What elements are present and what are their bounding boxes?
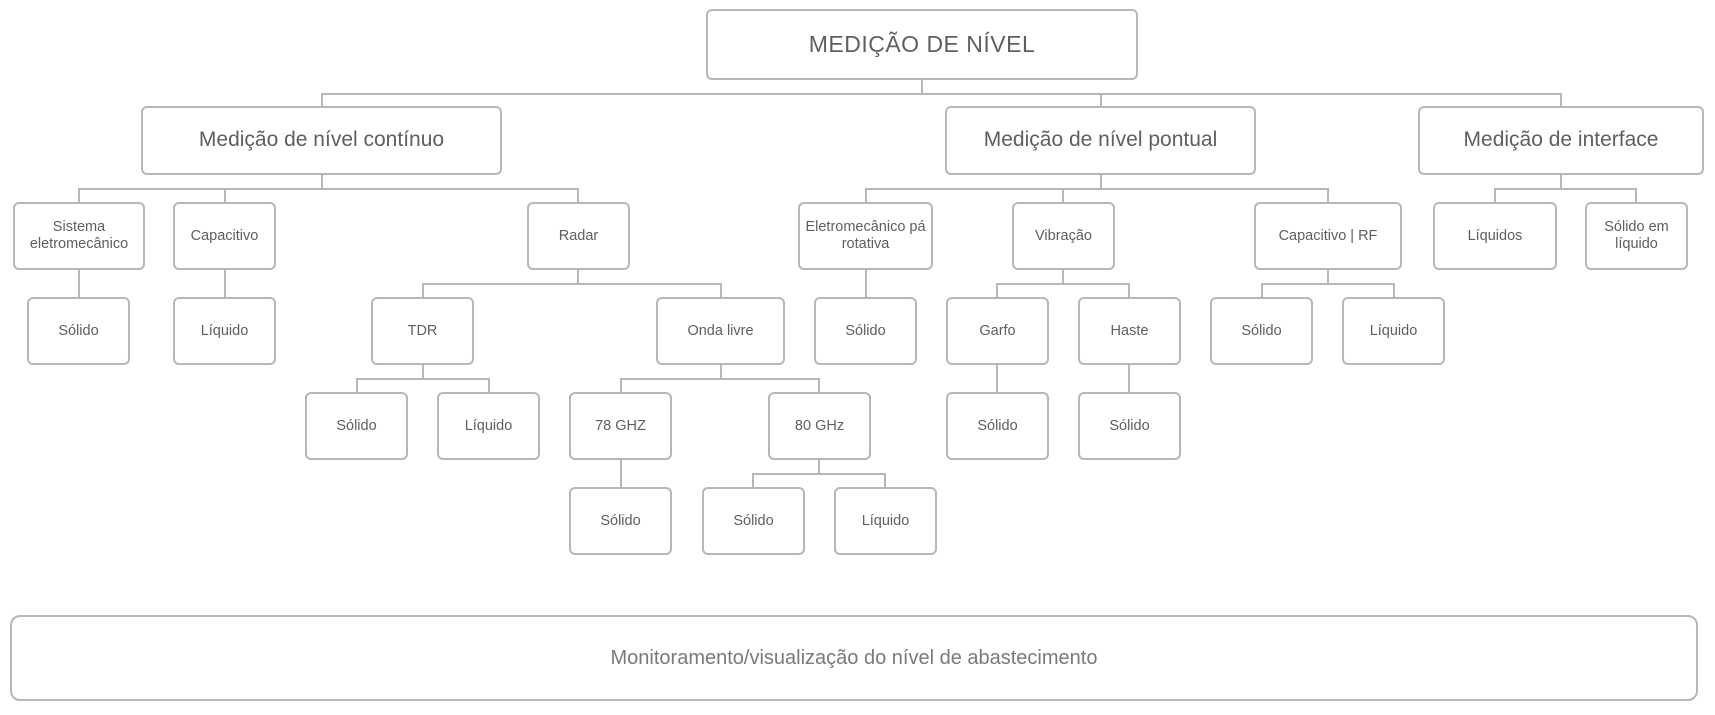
node-solido-label: Sólido (845, 322, 886, 339)
node-solido-label: Sólido (336, 417, 377, 434)
node-liquidos-label: Líquidos (1467, 227, 1523, 244)
node-solido-label: Sólido (600, 512, 641, 529)
node-onda-livre-label: Onda livre (687, 322, 754, 339)
node-solido-78: Sólido (569, 487, 672, 555)
node-vibracao-label: Vibração (1035, 227, 1092, 244)
node-liquido-capacitivo: Líquido (173, 297, 276, 365)
node-tdr-label: TDR (407, 322, 438, 339)
node-78-ghz: 78 GHZ (569, 392, 672, 460)
node-solido-tdr: Sólido (305, 392, 408, 460)
node-radar-label: Radar (558, 227, 599, 244)
node-capacitivo-rf-label: Capacitivo | RF (1278, 227, 1378, 244)
node-sistema-eletromecanico: Sistema eletromecânico (13, 202, 145, 270)
node-solido-garfo: Sólido (946, 392, 1049, 460)
node-liquido-label: Líquido (861, 512, 910, 529)
node-tdr: TDR (371, 297, 474, 365)
node-liquidos: Líquidos (1433, 202, 1557, 270)
node-liquido-label: Líquido (464, 417, 513, 434)
category-continuous-label: Medição de nível contínuo (198, 128, 445, 152)
node-vibracao: Vibração (1012, 202, 1115, 270)
node-haste: Haste (1078, 297, 1181, 365)
node-capacitivo-label: Capacitivo (190, 227, 259, 244)
node-liquido-80: Líquido (834, 487, 937, 555)
category-point: Medição de nível pontual (945, 106, 1256, 175)
monitoring-footer-label: Monitoramento/visualização do nível de a… (610, 646, 1098, 669)
category-interface-label: Medição de interface (1463, 128, 1659, 152)
node-capacitivo-rf: Capacitivo | RF (1254, 202, 1402, 270)
node-80-ghz: 80 GHz (768, 392, 871, 460)
node-liquido-tdr: Líquido (437, 392, 540, 460)
root-node: MEDIÇÃO DE NÍVEL (706, 9, 1138, 80)
node-solido-label: Sólido (1241, 322, 1282, 339)
node-solido-label: Sólido (1109, 417, 1150, 434)
node-solido-label: Sólido (977, 417, 1018, 434)
node-solido-80: Sólido (702, 487, 805, 555)
node-haste-label: Haste (1110, 322, 1149, 339)
node-liquido-rf: Líquido (1342, 297, 1445, 365)
node-liquido-label: Líquido (200, 322, 249, 339)
node-78-ghz-label: 78 GHZ (595, 417, 646, 434)
category-continuous: Medição de nível contínuo (141, 106, 502, 175)
category-point-label: Medição de nível pontual (983, 128, 1218, 152)
node-garfo-label: Garfo (979, 322, 1016, 339)
node-eletromecanico-pa-rotativa: Eletromecânico pá rotativa (798, 202, 933, 270)
node-solido-sistema: Sólido (27, 297, 130, 365)
node-capacitivo: Capacitivo (173, 202, 276, 270)
node-solido-em-liquido: Sólido em líquido (1585, 202, 1688, 270)
node-liquido-label: Líquido (1369, 322, 1418, 339)
node-80-ghz-label: 80 GHz (794, 417, 845, 434)
node-onda-livre: Onda livre (656, 297, 785, 365)
node-solido-label: Sólido (58, 322, 99, 339)
node-solido-label: Sólido (733, 512, 774, 529)
node-solido-em-liquido-label: Sólido em líquido (1604, 219, 1669, 252)
node-solido-haste: Sólido (1078, 392, 1181, 460)
node-radar: Radar (527, 202, 630, 270)
node-sistema-label: Sistema eletromecânico (29, 219, 129, 252)
node-garfo: Garfo (946, 297, 1049, 365)
node-solido-eletromecanico: Sólido (814, 297, 917, 365)
root-label: MEDIÇÃO DE NÍVEL (808, 31, 1036, 58)
category-interface: Medição de interface (1418, 106, 1704, 175)
node-solido-rf: Sólido (1210, 297, 1313, 365)
monitoring-footer-box: Monitoramento/visualização do nível de a… (10, 615, 1698, 701)
node-eletromecanico-label: Eletromecânico pá rotativa (805, 219, 926, 252)
